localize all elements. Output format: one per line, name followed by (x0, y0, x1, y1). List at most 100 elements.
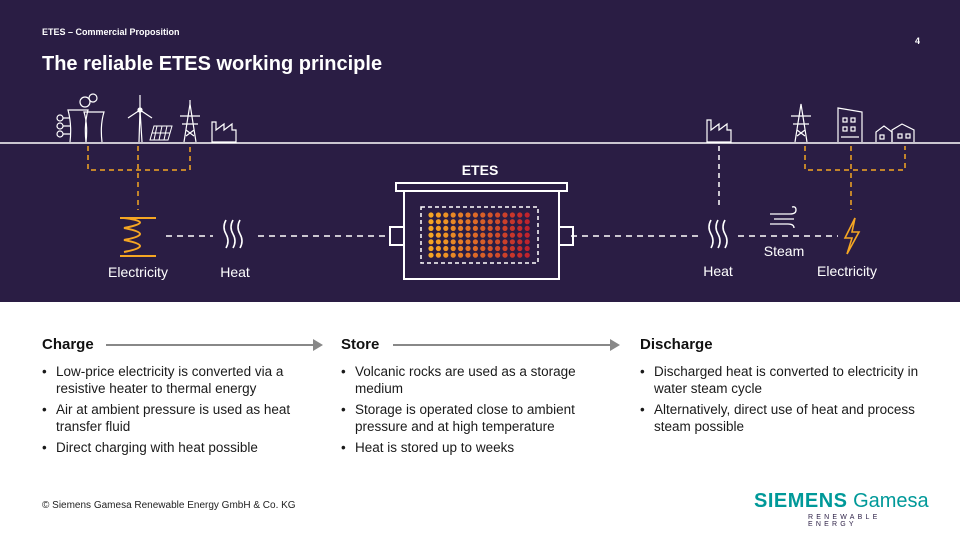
rock-dot (480, 212, 486, 218)
rock-dot (458, 232, 464, 238)
factory-icon (706, 119, 732, 143)
power-plant-icon (56, 93, 105, 143)
rock-dot (524, 219, 530, 225)
houses-icon (875, 123, 915, 142)
store-bullets: Volcanic rocks are used as a storage med… (341, 363, 621, 456)
rock-dot (428, 232, 434, 238)
rock-dot (443, 212, 449, 218)
rock-dot (502, 245, 508, 252)
list-item: Volcanic rocks are used as a storage med… (341, 363, 621, 397)
electricity-in-label: Electricity (108, 264, 168, 280)
rock-dot (480, 219, 486, 225)
rock-dot (480, 252, 486, 258)
charge-bullets: Low-price electricity is converted via a… (42, 363, 322, 456)
wind-turbine-icon (127, 95, 153, 143)
logo-gamesa: Gamesa (853, 490, 929, 512)
rock-dot (495, 225, 501, 231)
etes-label: ETES (461, 162, 499, 178)
discharge-bullets: Discharged heat is converted to electric… (640, 363, 920, 435)
charge-to-store-arrow (106, 339, 323, 351)
rock-dot (428, 252, 434, 258)
rock-dot (465, 225, 471, 231)
volcanic-rocks (428, 212, 530, 258)
pylon-icon (180, 100, 200, 143)
rock-dot (458, 252, 464, 258)
rock-dot (524, 239, 530, 245)
rock-dot (524, 212, 530, 218)
rock-dot (487, 245, 493, 252)
store-heading: Store (341, 336, 380, 353)
rock-dot (495, 212, 501, 218)
rock-dot (472, 219, 478, 225)
rock-dot (435, 232, 441, 238)
list-item: Alternatively, direct use of heat and pr… (640, 401, 920, 435)
rock-dot (495, 232, 501, 238)
pylon-icon (791, 103, 811, 143)
rock-dot (517, 212, 523, 218)
rock-dot (509, 239, 515, 245)
rock-dot (517, 245, 523, 252)
rock-dot (480, 232, 486, 238)
rock-dot (517, 252, 523, 258)
rock-dot (465, 232, 471, 238)
rock-dot (458, 212, 464, 218)
rock-dot (495, 239, 501, 245)
list-item: Discharged heat is converted to electric… (640, 363, 920, 397)
rock-dot (458, 239, 464, 245)
rock-dot (458, 219, 464, 225)
rock-dot (428, 225, 434, 231)
rock-dot (517, 239, 523, 245)
rock-dot (480, 239, 486, 245)
logo-siemens: SIEMENS (754, 490, 848, 512)
rock-dot (465, 252, 471, 258)
rock-dot (509, 232, 515, 238)
kicker: ETES – Commercial Proposition (42, 27, 180, 37)
rock-dot (524, 232, 530, 238)
etes-storage-container (389, 182, 574, 280)
electricity-input-lines (87, 146, 191, 210)
rock-dot (472, 212, 478, 218)
rock-dot (509, 225, 515, 231)
heat-icon (223, 219, 243, 249)
rock-dot (450, 212, 456, 218)
rock-dot (487, 225, 493, 231)
rock-dot (502, 219, 508, 225)
rock-dot (517, 225, 523, 231)
rock-dot (443, 219, 449, 225)
rock-dot (428, 239, 434, 245)
rock-dot (480, 245, 486, 252)
rock-dot (435, 212, 441, 218)
rock-dot (502, 225, 508, 231)
rock-dot (472, 225, 478, 231)
rock-dot (465, 219, 471, 225)
rock-dot (435, 245, 441, 252)
lightning-icon (843, 217, 861, 255)
rock-dot (502, 252, 508, 258)
rock-dot (465, 245, 471, 252)
rock-dot (509, 212, 515, 218)
rock-dot (450, 239, 456, 245)
header-band (0, 0, 960, 302)
rock-dot (517, 232, 523, 238)
store-column: Store Volcanic rocks are used as a stora… (341, 336, 621, 460)
rock-dot (443, 245, 449, 252)
rock-dot (428, 219, 434, 225)
rock-dot (450, 219, 456, 225)
rock-dot (487, 212, 493, 218)
rock-dot (487, 239, 493, 245)
list-item: Storage is operated close to ambient pre… (341, 401, 621, 435)
rock-dot (435, 219, 441, 225)
building-icon (837, 107, 863, 142)
rock-dot (472, 232, 478, 238)
rock-dot (517, 219, 523, 225)
electricity-output-lines (804, 146, 906, 210)
list-item: Direct charging with heat possible (42, 439, 322, 456)
rock-dot (524, 252, 530, 258)
discharge-column: Discharge Discharged heat is converted t… (640, 336, 920, 439)
rock-dot (495, 252, 501, 258)
rock-dot (509, 245, 515, 252)
rock-dot (435, 252, 441, 258)
rock-dot (487, 252, 493, 258)
list-item: Heat is stored up to weeks (341, 439, 621, 456)
rock-dot (443, 239, 449, 245)
